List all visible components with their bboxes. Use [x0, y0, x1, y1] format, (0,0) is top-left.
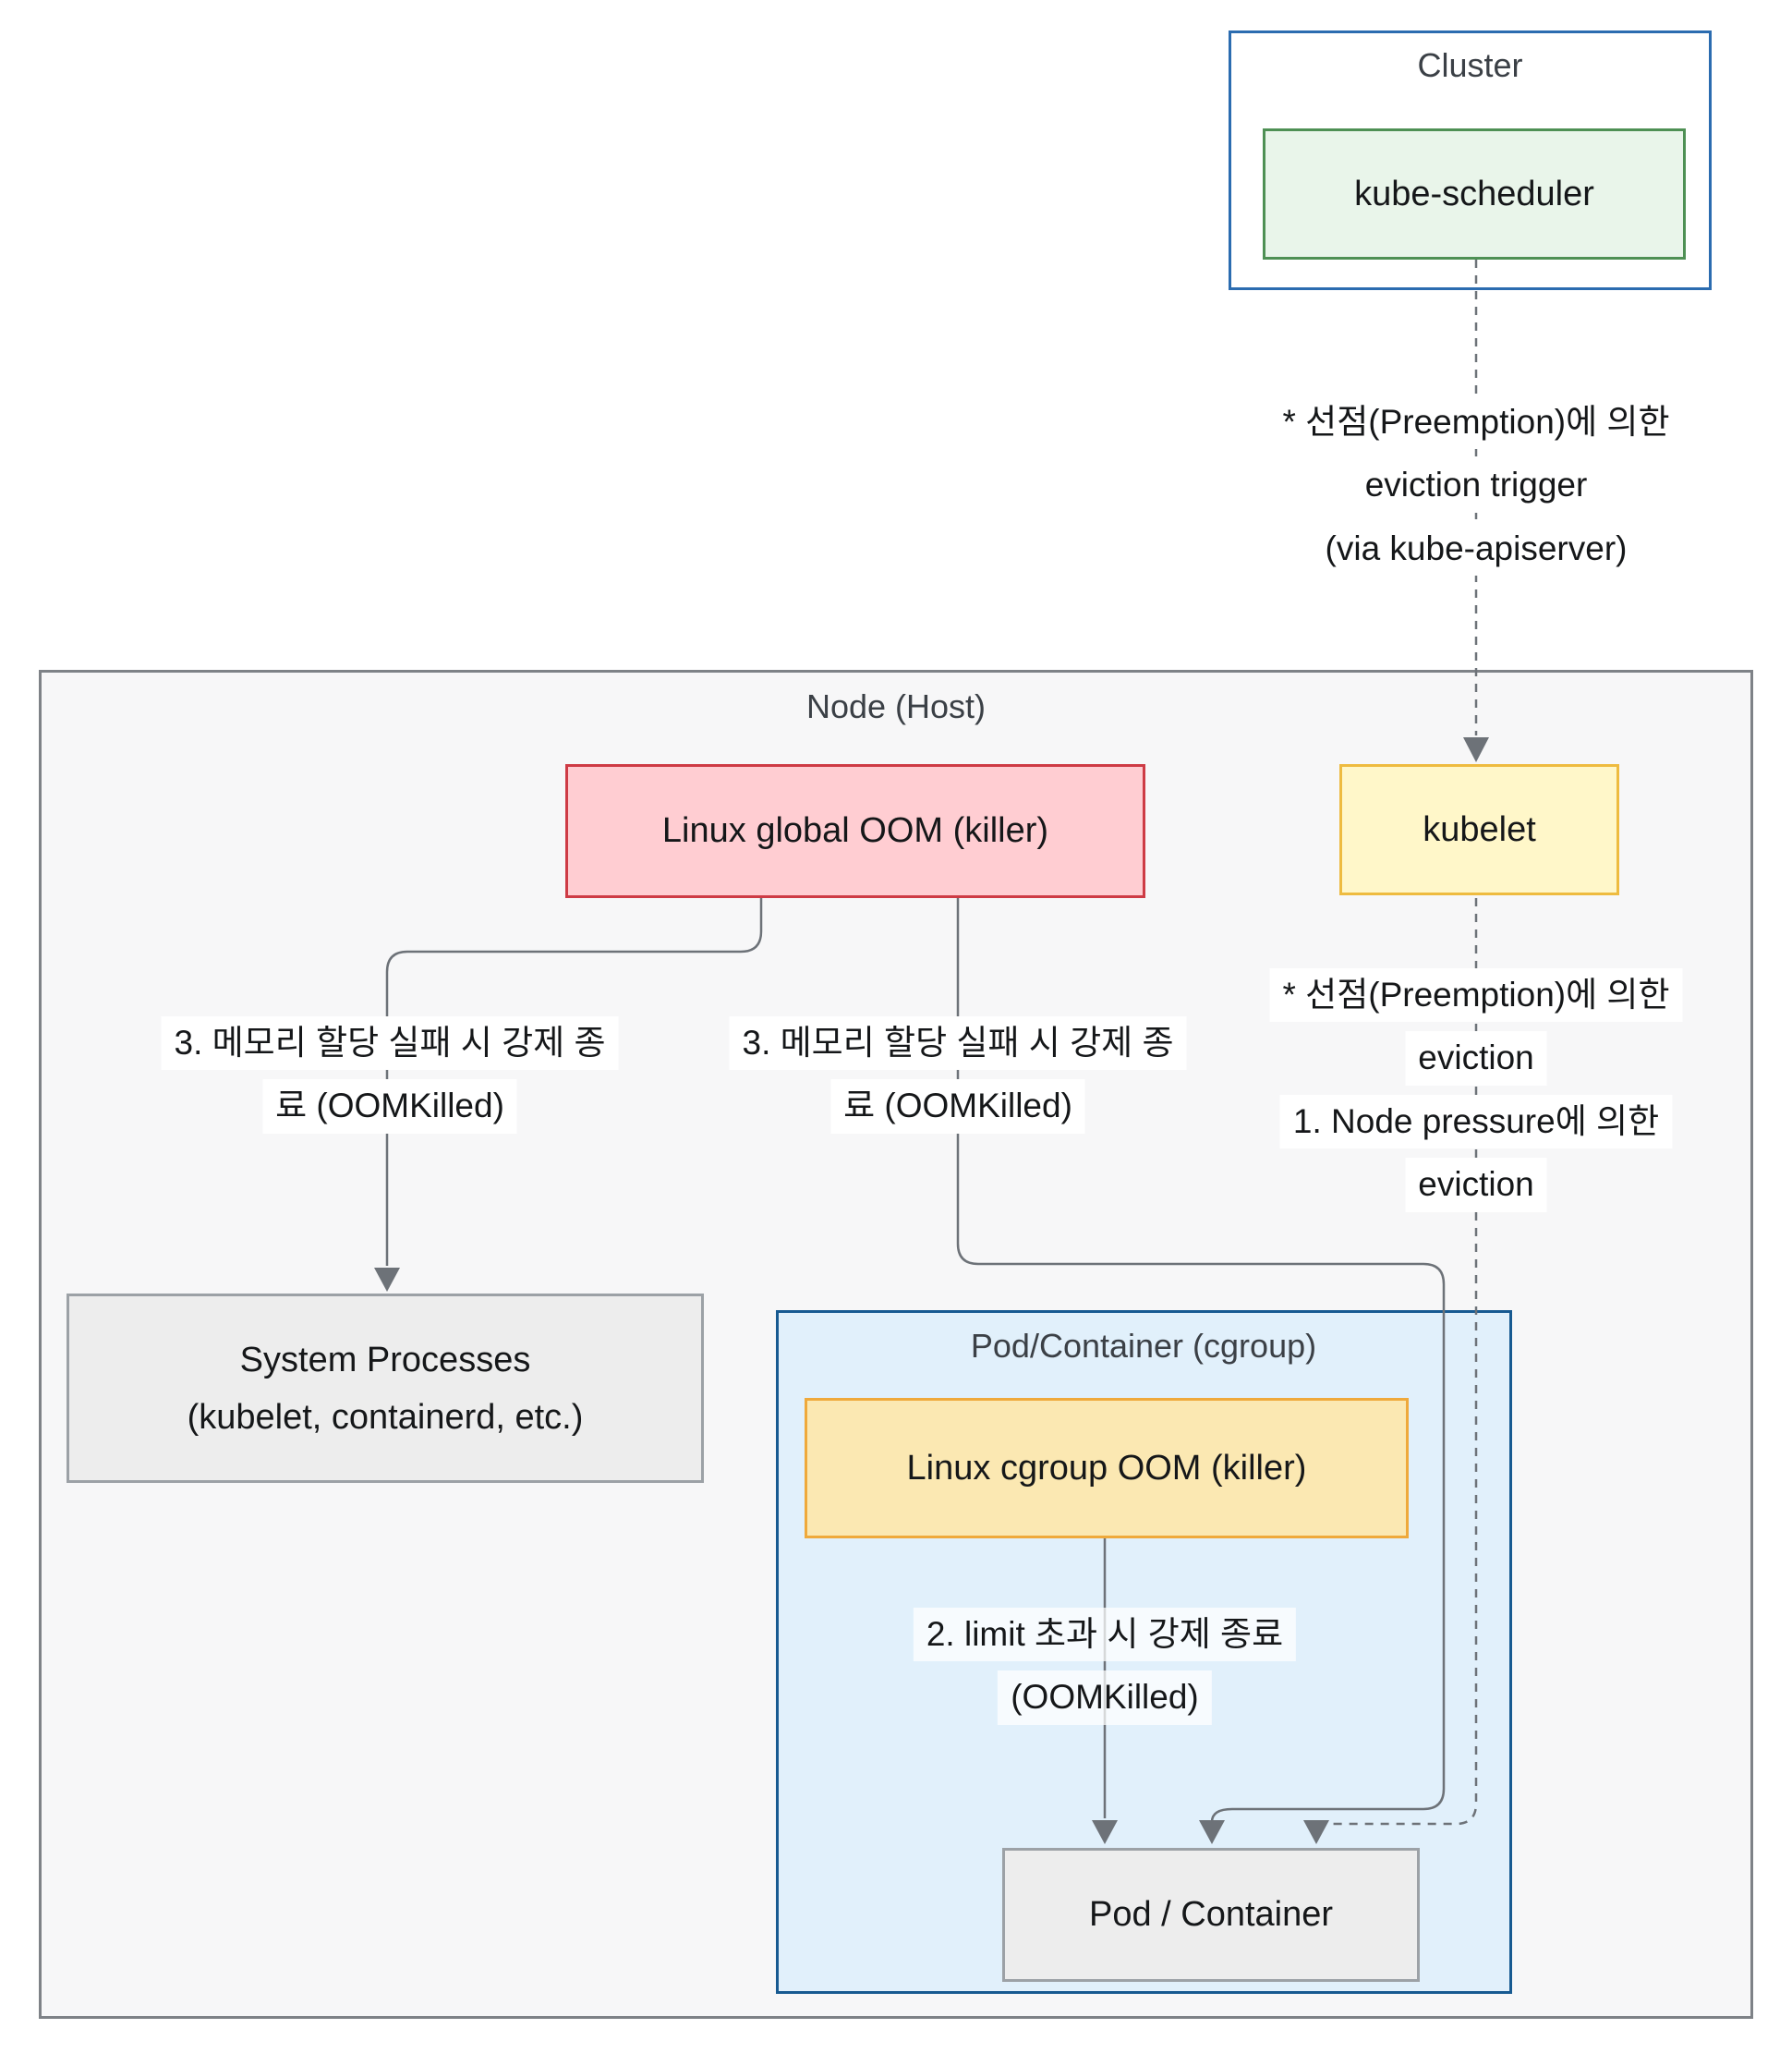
- system-processes-line1: System Processes: [239, 1340, 531, 1379]
- limit-oomkilled-line1: 2. limit 초과 시 강제 종료: [913, 1608, 1297, 1662]
- system-processes-line2: (kubelet, containerd, etc.): [187, 1397, 584, 1437]
- pod-container-label: Pod / Container: [1088, 1895, 1334, 1934]
- preemption-trigger-line1: * 선점(Preemption)에 의한: [1269, 395, 1683, 450]
- node-host-title: Node (Host): [805, 687, 987, 725]
- oomkilled-left-line2: 료 (OOMKilled): [262, 1079, 517, 1134]
- limit-oomkilled-line2: (OOMKilled): [998, 1670, 1212, 1725]
- oomkilled-left-label: 3. 메모리 할당 실패 시 강제 종 료 (OOMKilled): [161, 1016, 619, 1134]
- pod-container-cgroup-title: Pod/Container (cgroup): [970, 1327, 1317, 1365]
- eviction-label: * 선점(Preemption)에 의한 eviction 1. Node pr…: [1269, 968, 1683, 1212]
- preemption-trigger-label: * 선점(Preemption)에 의한 eviction trigger (v…: [1269, 395, 1683, 577]
- linux-cgroup-oom-label: Linux cgroup OOM (killer): [906, 1448, 1307, 1488]
- system-processes-box: System Processes (kubelet, containerd, e…: [67, 1294, 704, 1483]
- preemption-trigger-line2: eviction trigger: [1351, 458, 1601, 513]
- kubelet-label: kubelet: [1423, 809, 1536, 849]
- oomkilled-left-line1: 3. 메모리 할당 실패 시 강제 종: [161, 1016, 619, 1071]
- oomkilled-mid-label: 3. 메모리 할당 실패 시 강제 종 료 (OOMKilled): [729, 1016, 1187, 1134]
- cluster-box: Cluster kube-scheduler: [1229, 30, 1712, 290]
- preemption-trigger-line3: (via kube-apiserver): [1312, 521, 1641, 577]
- linux-cgroup-oom-box: Linux cgroup OOM (killer): [805, 1398, 1409, 1538]
- pod-container-box: Pod / Container: [1002, 1848, 1420, 1982]
- eviction-line4: eviction: [1405, 1158, 1547, 1212]
- oomkilled-mid-line1: 3. 메모리 할당 실패 시 강제 종: [729, 1016, 1187, 1071]
- linux-global-oom-box: Linux global OOM (killer): [565, 764, 1145, 898]
- cluster-title: Cluster: [1417, 46, 1523, 84]
- kubelet-box: kubelet: [1339, 764, 1619, 895]
- eviction-line3: 1. Node pressure에 의한: [1279, 1094, 1673, 1149]
- limit-oomkilled-label: 2. limit 초과 시 강제 종료 (OOMKilled): [913, 1608, 1297, 1725]
- oomkilled-mid-line2: 료 (OOMKilled): [830, 1079, 1085, 1134]
- linux-global-oom-label: Linux global OOM (killer): [661, 811, 1049, 850]
- eviction-line1: * 선점(Preemption)에 의한: [1269, 968, 1683, 1023]
- eviction-line2: eviction: [1405, 1031, 1547, 1086]
- kube-scheduler-box: kube-scheduler: [1263, 128, 1686, 260]
- kube-scheduler-label: kube-scheduler: [1354, 174, 1594, 213]
